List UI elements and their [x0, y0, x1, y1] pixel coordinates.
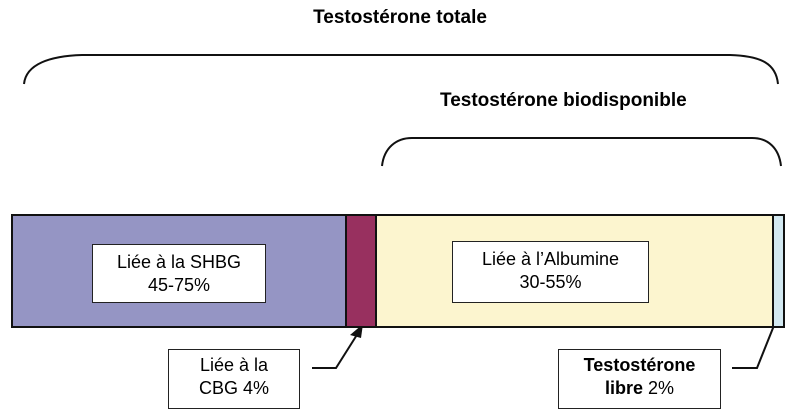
callout-cbg: Liée à la CBG 4%: [168, 349, 300, 409]
label-albumin-line1: Liée à l’Albumine: [481, 249, 620, 269]
callout-free-bold: libre: [604, 378, 643, 398]
callout-free-line1: Testostérone: [583, 355, 696, 375]
callout-cbg-line1: Liée à la: [199, 355, 269, 375]
arrow-cbg-line: [312, 329, 361, 369]
title-total-testosterone: Testostérone totale: [313, 7, 487, 28]
label-albumin: Liée à l’Albumine 30-55%: [452, 241, 649, 303]
arrow-free-line: [732, 317, 778, 369]
label-shbg-line1: Liée à la SHBG: [116, 252, 242, 272]
callout-free-line2: libre 2%: [559, 377, 720, 400]
label-albumin-line2: 30-55%: [519, 272, 582, 292]
callout-free-percent: 2%: [642, 378, 675, 398]
segment-cbg: [345, 216, 377, 326]
segment-free: [772, 216, 783, 326]
title-bioavailable-testosterone: Testostérone biodisponible: [440, 90, 687, 111]
bracket-total: [23, 54, 779, 85]
bracket-bioavailable: [381, 137, 782, 167]
callout-cbg-line2: CBG 4%: [198, 378, 270, 398]
callout-free: Testostérone libre 2%: [558, 349, 721, 409]
label-shbg-line2: 45-75%: [147, 275, 211, 295]
label-shbg: Liée à la SHBG 45-75%: [92, 244, 266, 303]
